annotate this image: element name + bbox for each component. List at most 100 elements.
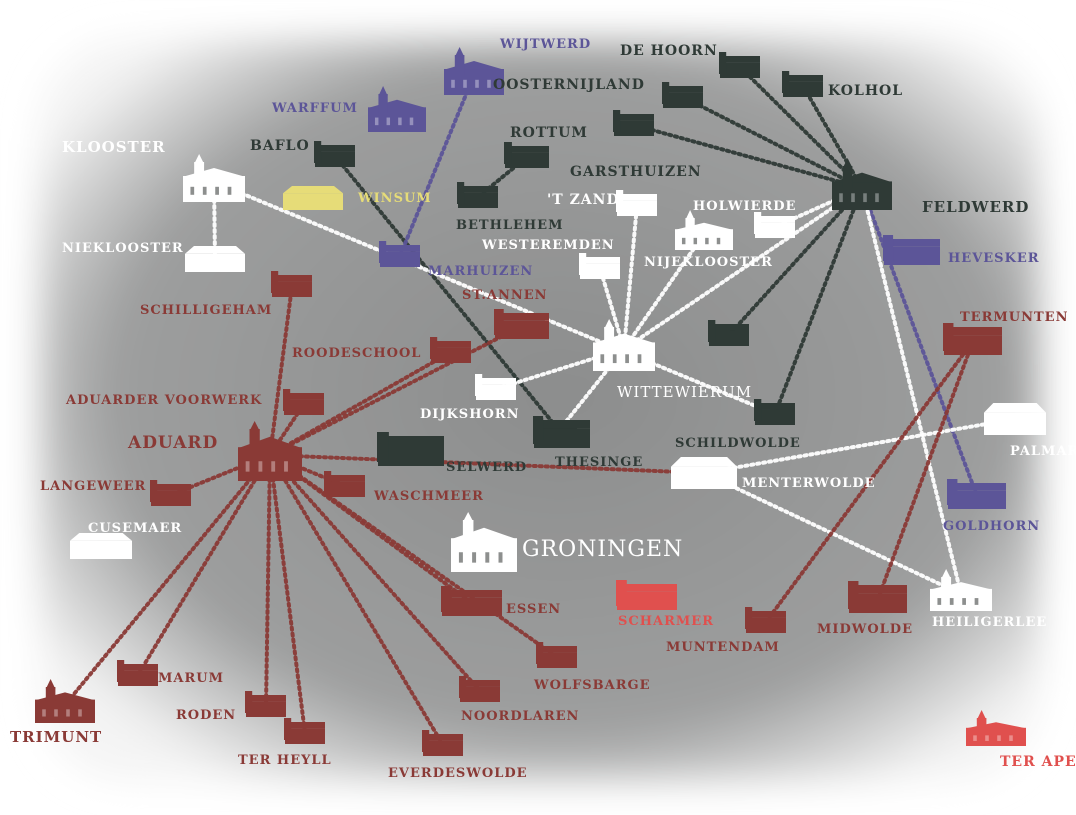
wolfsbarge-church-icon: [536, 642, 577, 668]
holwierde-church-icon: [675, 210, 733, 250]
link-muntendam-termunten: [764, 339, 975, 624]
bethlehem-label: BETHLEHEM: [456, 218, 563, 233]
link-aduard-ter-heyll: [268, 453, 307, 735]
marhuizen-church-icon: [379, 241, 420, 267]
winsum-church-icon: [283, 186, 343, 210]
tzand-label: 'T ZAND: [547, 192, 620, 208]
heveskes-label: HEVESKER: [948, 251, 1040, 266]
westeremden-label: WESTEREMDEN: [481, 238, 615, 253]
link-klooster-schildwolde: [212, 180, 777, 416]
termunten-church-icon: [943, 323, 1002, 355]
midwolde-label: MIDWOLDE: [817, 622, 913, 637]
scharmer-label: SCHARMER: [618, 614, 714, 629]
marum-label: MARUM: [158, 671, 224, 686]
schillingehem-church-icon: [271, 271, 312, 297]
roodeschool-church-icon: [430, 337, 471, 363]
scharmer-church-icon: [616, 580, 677, 610]
cusemaer-church-icon: [70, 533, 132, 559]
nieklooster-label: NIEKLOOSTER: [62, 241, 184, 256]
marhuizen-label: MARHUIZEN: [428, 264, 533, 279]
muntendam-church-icon: [745, 607, 786, 633]
unlabeled-2-church-icon: [754, 399, 795, 425]
selwerd-church-icon: [377, 432, 444, 466]
muntendam-label: MUNTENDAM: [666, 640, 780, 655]
selwerd-label: SELWERD: [446, 460, 527, 475]
klooster-church-icon: [183, 154, 245, 202]
essen-label: ESSEN: [506, 602, 561, 617]
feldwerd-label: FELDWERD: [922, 198, 1029, 216]
nijeklooster-church-icon: [754, 212, 795, 238]
link-aduard-everdeswolde: [268, 453, 445, 747]
dijkshorn-church-icon: [475, 374, 516, 400]
link-aduard-roodeschool: [268, 350, 453, 457]
link-aduard-marum: [136, 453, 272, 677]
link-aduard-schillingehem: [268, 284, 294, 457]
noordlaren-label: NOORDLAREN: [461, 709, 579, 724]
everdeswolde-church-icon: [422, 730, 463, 756]
link-wittewierum-tzand: [622, 203, 639, 351]
waschmeer-church-icon: [324, 471, 365, 497]
link-aduard-menterwolde: [268, 453, 706, 475]
link-feldwerd-unlabeled-2: [773, 186, 864, 416]
dijkshorn-label: DIJKSHORN: [420, 407, 520, 422]
roodeschool-label: ROODESCHOOL: [292, 346, 421, 361]
heiligerlee-label: HEILIGERLEE: [932, 615, 1047, 630]
warffum-church-icon: [368, 86, 426, 132]
wijtwerd-church-icon: [444, 47, 504, 95]
heveskes-church-icon: [883, 235, 940, 265]
trimunt-label: TRIMUNT: [10, 728, 102, 746]
link-menterwolde-palmar: [702, 417, 1017, 475]
menterwolde-church-icon: [671, 457, 737, 489]
link-aduard-st-annen: [268, 324, 524, 457]
aduard-label: ADUARD: [127, 433, 218, 453]
goldhorn-church-icon: [947, 479, 1006, 509]
baflo-church-icon: [314, 141, 355, 167]
roden-label: RODEN: [176, 708, 236, 723]
marum-church-icon: [117, 660, 158, 686]
link-feldwerd-heiligerlee: [860, 186, 963, 596]
ter-apel-label: TER APEL: [1000, 754, 1076, 770]
palmar-label: PALMAR: [1010, 444, 1076, 459]
tzand-church-icon: [616, 190, 657, 216]
link-feldwerd-wittewierum: [622, 186, 864, 351]
warffum-label: WARFFUM: [271, 101, 358, 116]
termunten-label: TERMUNTEN: [960, 310, 1068, 325]
winsum-label: WINSUM: [357, 191, 432, 206]
schildwolde-label: SCHILDWOLDE: [675, 436, 801, 451]
place-icons: [35, 47, 1046, 756]
link-aduard-noordlaren: [268, 453, 482, 693]
thesinge-label: THESINGE: [555, 455, 643, 470]
de-hoorn-label: DE HOORN: [620, 43, 718, 59]
waschmeer-label: WASCHMEER: [373, 489, 484, 504]
bethlehem-church-icon: [457, 182, 498, 208]
st-annen-label: ST.ANNEN: [462, 288, 548, 303]
link-feldwerd-de-hoorn: [738, 65, 864, 190]
link-aduard-roden: [264, 453, 272, 708]
kolhol-church-icon: [782, 71, 823, 97]
oosternijland-church-icon: [662, 82, 703, 108]
link-feldwerd-goldhorn: [860, 186, 979, 498]
westeremden-church-icon: [579, 253, 620, 279]
aduarder-voorwerk-church-icon: [283, 389, 324, 415]
ter-heyll-label: TER HEYLL: [238, 753, 332, 768]
wijtwerd-label: WIJTWERD: [499, 37, 591, 52]
garsthuizen-label: GARSTHUIZEN: [570, 164, 702, 180]
wittewierum-label: WITTEWIERUM: [617, 383, 752, 401]
ter-heyll-church-icon: [284, 718, 325, 744]
trimunt-church-icon: [35, 679, 95, 723]
nijeklooster-label: NIJEKLOOSTER: [644, 255, 773, 270]
langeweer-label: LANGEWEER: [40, 479, 146, 494]
link-baflo-garmerwolde: [333, 154, 564, 436]
aduarder-voorwerk-label: ADUARDER VOORWERK: [65, 393, 262, 408]
wittewierum-church-icon: [593, 319, 655, 371]
link-feldwerd-garsthuizen: [632, 123, 864, 190]
wolfsbarge-label: WOLFSBARGE: [533, 678, 651, 693]
de-hoorn-church-icon: [719, 52, 760, 78]
baflo-label: BAFLO: [250, 138, 310, 154]
langeweer-church-icon: [150, 480, 191, 506]
groningen-label: GRONINGEN: [522, 537, 683, 562]
palmar-church-icon: [984, 403, 1046, 435]
roden-church-icon: [245, 691, 286, 717]
